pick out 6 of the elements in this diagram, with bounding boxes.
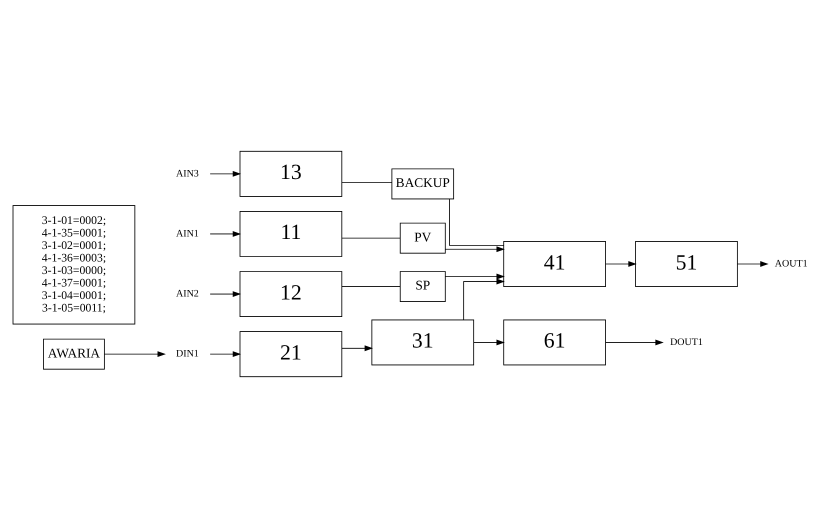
- node-text: DIN1: [176, 348, 199, 360]
- node-text: AIN3: [176, 168, 199, 180]
- node-text: AIN2: [176, 288, 199, 300]
- node-text: AIN1: [176, 228, 199, 240]
- node-text: AOUT1: [774, 258, 808, 270]
- node-text: DOUT1: [670, 337, 703, 348]
